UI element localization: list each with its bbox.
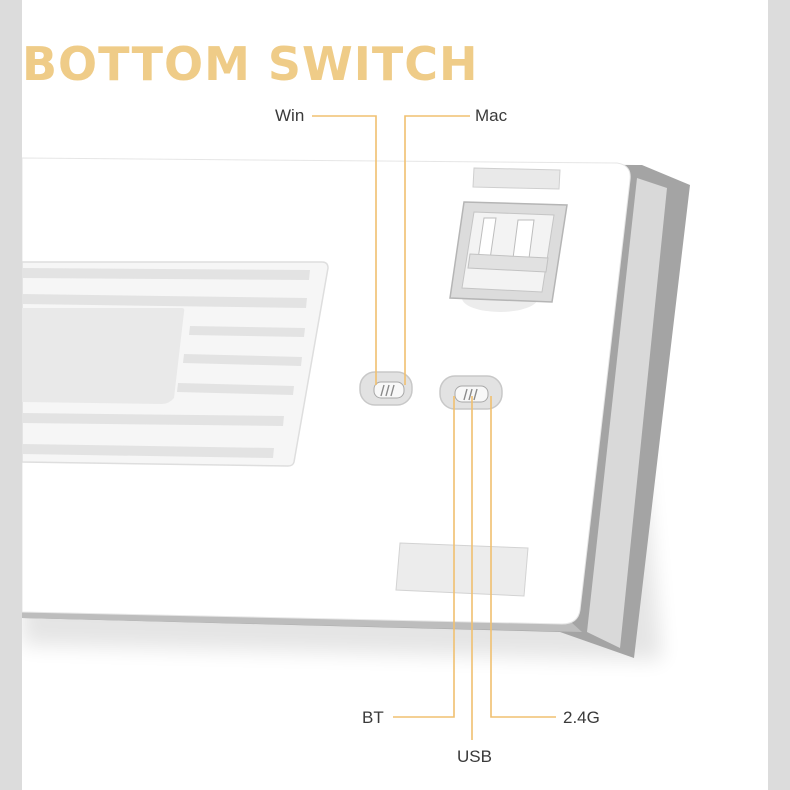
wireless-mode-label: 2.4G [563, 708, 600, 727]
usb-mode-label: USB [457, 747, 492, 766]
os-mode-switch [359, 371, 413, 406]
rubber-foot-pad [395, 542, 529, 597]
product-canvas: BOTTOM SWITCH Win Mac BT USB 2.4G [22, 0, 768, 790]
callout-leader-lines [312, 115, 556, 740]
page-title: BOTTOM SWITCH [22, 37, 479, 91]
win-mode-label: Win [275, 106, 305, 125]
mac-leader-line [404, 115, 470, 385]
wireless-leader-line [490, 396, 556, 718]
bt-mode-label: BT [362, 708, 384, 727]
keyboard-side-highlight [587, 178, 667, 648]
label-blank-area [22, 308, 185, 404]
label-text-lines [22, 268, 310, 458]
win-leader-line [312, 115, 377, 385]
connection-mode-switch [439, 375, 503, 410]
kickstand-leg [449, 167, 568, 312]
mac-mode-label: Mac [475, 106, 508, 125]
bt-leader-line [393, 396, 455, 718]
keyboard-illustration [22, 115, 690, 740]
